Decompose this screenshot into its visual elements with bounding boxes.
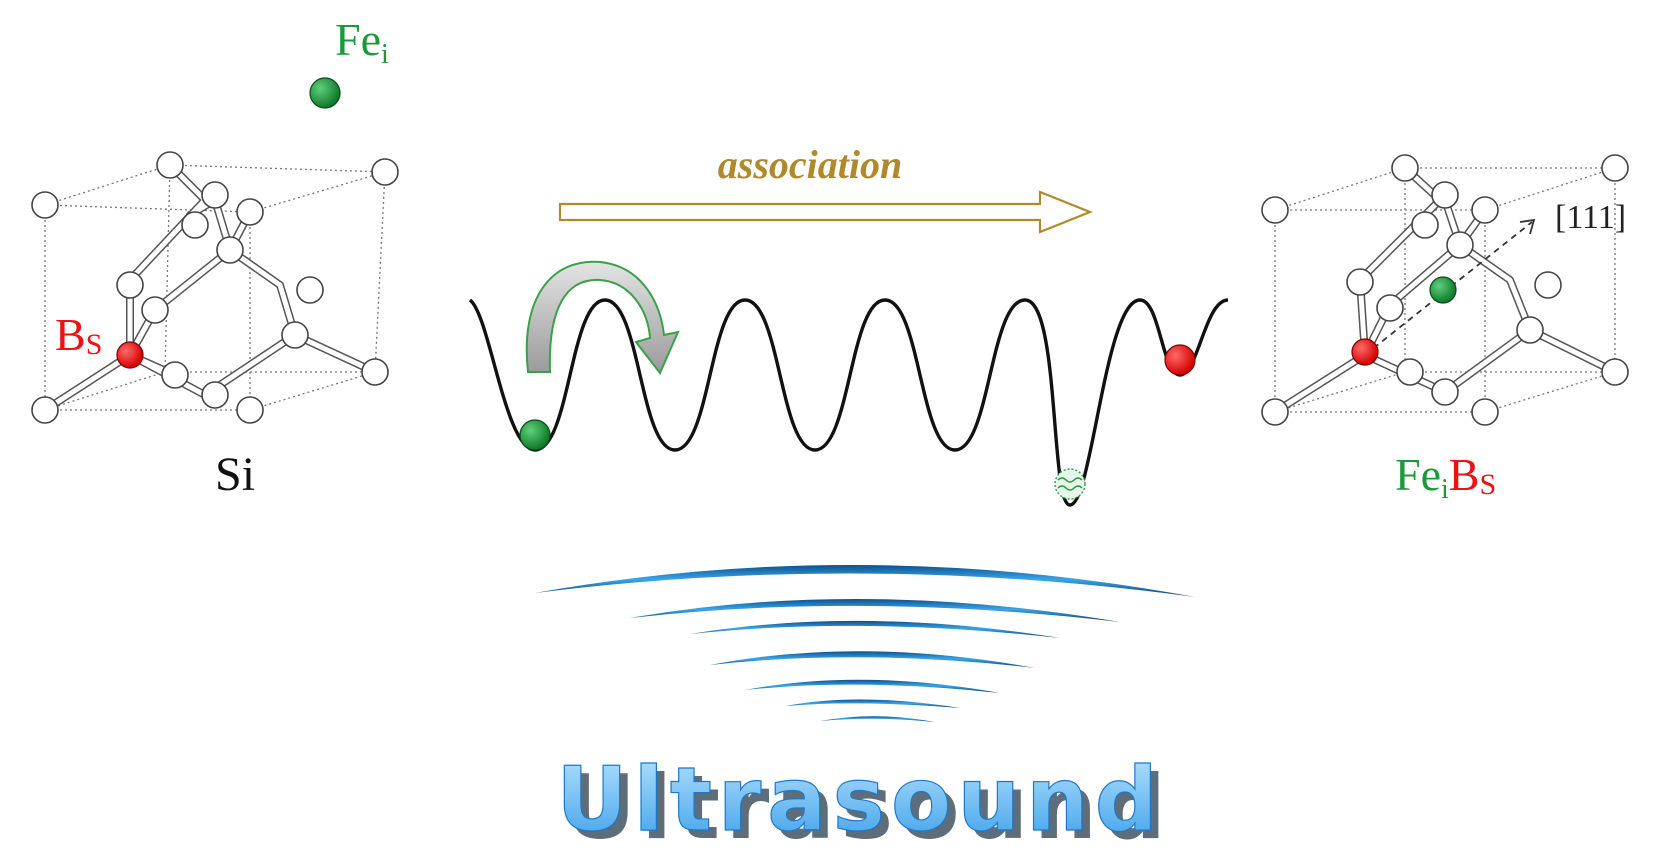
ultrasound-wave-arcs (535, 564, 1195, 722)
si-atom (1346, 268, 1374, 296)
svg-text:Ultrasound: Ultrasound (564, 756, 1172, 852)
iron-interstitial-atom (309, 77, 341, 109)
si-atom (1601, 154, 1629, 182)
si-atom (371, 158, 399, 186)
si-atom (156, 151, 184, 179)
si-atom (201, 181, 229, 209)
ultrasound-title: Ultrasound Ultrasound (556, 747, 1172, 852)
si-atom (1446, 231, 1474, 259)
si-atom (1601, 358, 1629, 386)
ultrasound-arc (690, 620, 1060, 638)
hop-arrow (525, 260, 680, 375)
si-atom (1391, 154, 1419, 182)
si-atom (236, 198, 264, 226)
ultrasound-arc (535, 564, 1195, 597)
si-atom (296, 276, 324, 304)
association-arrow (558, 190, 1093, 234)
iron-interstitial-atom (1429, 276, 1457, 304)
si-atom (1261, 398, 1289, 426)
si-atom (281, 321, 309, 349)
si-atom (236, 396, 264, 424)
fe-b-complex-label: FeiBS (1395, 449, 1496, 505)
si-atom (1431, 378, 1459, 406)
si-atom (31, 396, 59, 424)
si-atom (161, 361, 189, 389)
association-label: association (718, 142, 902, 187)
ultrasound-arc (710, 651, 1035, 668)
si-atom (1516, 316, 1544, 344)
iron-atom-ghost (1054, 468, 1086, 500)
ultrasound-arc (785, 699, 960, 708)
si-atom (1471, 398, 1499, 426)
si-atom (216, 236, 244, 264)
boron-atom (116, 341, 144, 369)
svg-text:Ultrasound: Ultrasound (556, 748, 1164, 851)
si-atom (31, 191, 59, 219)
boron-atom-in-well (1164, 344, 1196, 376)
ultrasound-arc (630, 598, 1120, 622)
boron-substitutional-label: BS (55, 309, 102, 361)
ultrasound-arc (820, 716, 935, 722)
si-atom (1261, 196, 1289, 224)
si-atom (1534, 271, 1562, 299)
boron-atom (1351, 338, 1379, 366)
fe-interstitial-label: Fei (335, 14, 389, 70)
si-atom (181, 211, 209, 239)
ultrasound-arc (745, 679, 1000, 693)
si-atom (141, 296, 169, 324)
iron-atom-in-well (519, 419, 551, 451)
direction-111-arrow (1364, 221, 1533, 356)
si-label: Si (215, 448, 255, 501)
si-atom (1376, 294, 1404, 322)
si-lattice-left (31, 77, 399, 424)
si-atom (201, 381, 229, 409)
potential-energy-curve (468, 298, 1229, 507)
si-atom (1431, 181, 1459, 209)
si-atom (1396, 358, 1424, 386)
si-atom (116, 271, 144, 299)
si-atom (361, 358, 389, 386)
si-atom (1411, 211, 1439, 239)
direction-111-label: [111] (1555, 199, 1626, 236)
si-lattice-right (1261, 154, 1629, 426)
si-atom (1471, 196, 1499, 224)
